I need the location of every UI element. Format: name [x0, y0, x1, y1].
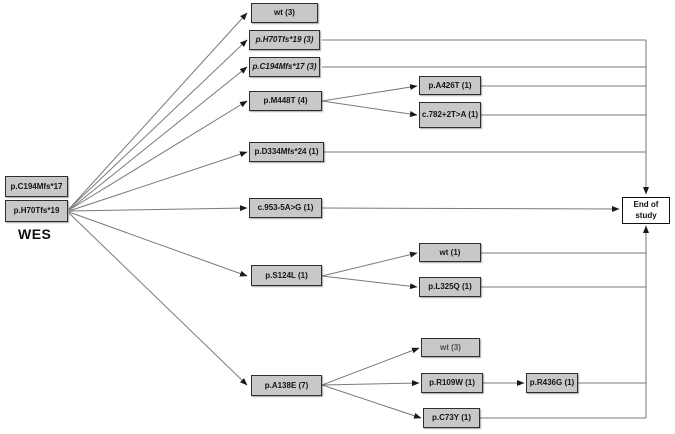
node-c73y: p.C73Y (1)	[423, 408, 480, 428]
trunk-feeder-lines	[322, 39, 646, 419]
node-r109w: p.R109W (1)	[421, 373, 483, 393]
node-r436g: p.R436G (1)	[526, 373, 578, 393]
wes-label: WES	[18, 226, 52, 242]
node-d334mfs24: p.D334Mfs*24 (1)	[249, 142, 324, 162]
node-source-variant2: p.H70Tfs*19	[5, 200, 68, 222]
branch-arrows	[321, 84, 525, 419]
node-c782: c.782+2T>A (1)	[419, 102, 481, 128]
node-m448t: p.M448T (4)	[249, 91, 322, 111]
node-wt3-top: wt (3)	[251, 3, 318, 23]
node-l325q: p.L325Q (1)	[419, 277, 481, 297]
node-a426t: p.A426T (1)	[419, 76, 481, 95]
node-h70tfs19: p.H70Tfs*19 (3)	[249, 30, 320, 50]
node-wt1: wt (1)	[419, 243, 481, 262]
node-a138e: p.A138E (7)	[251, 375, 322, 396]
node-wt3-bottom: wt (3)	[421, 338, 480, 357]
trunk-lines	[321, 40, 649, 418]
node-source-variant1: p.C194Mfs*17	[5, 176, 68, 197]
node-c953: c.953-5A>G (1)	[249, 198, 322, 218]
node-c194mfs17: p.C194Mfs*17 (3)	[249, 57, 320, 77]
end-of-study-box: End of study	[622, 197, 670, 224]
node-s124l: p.S124L (1)	[251, 265, 322, 286]
fan-out-arrows	[68, 12, 248, 386]
